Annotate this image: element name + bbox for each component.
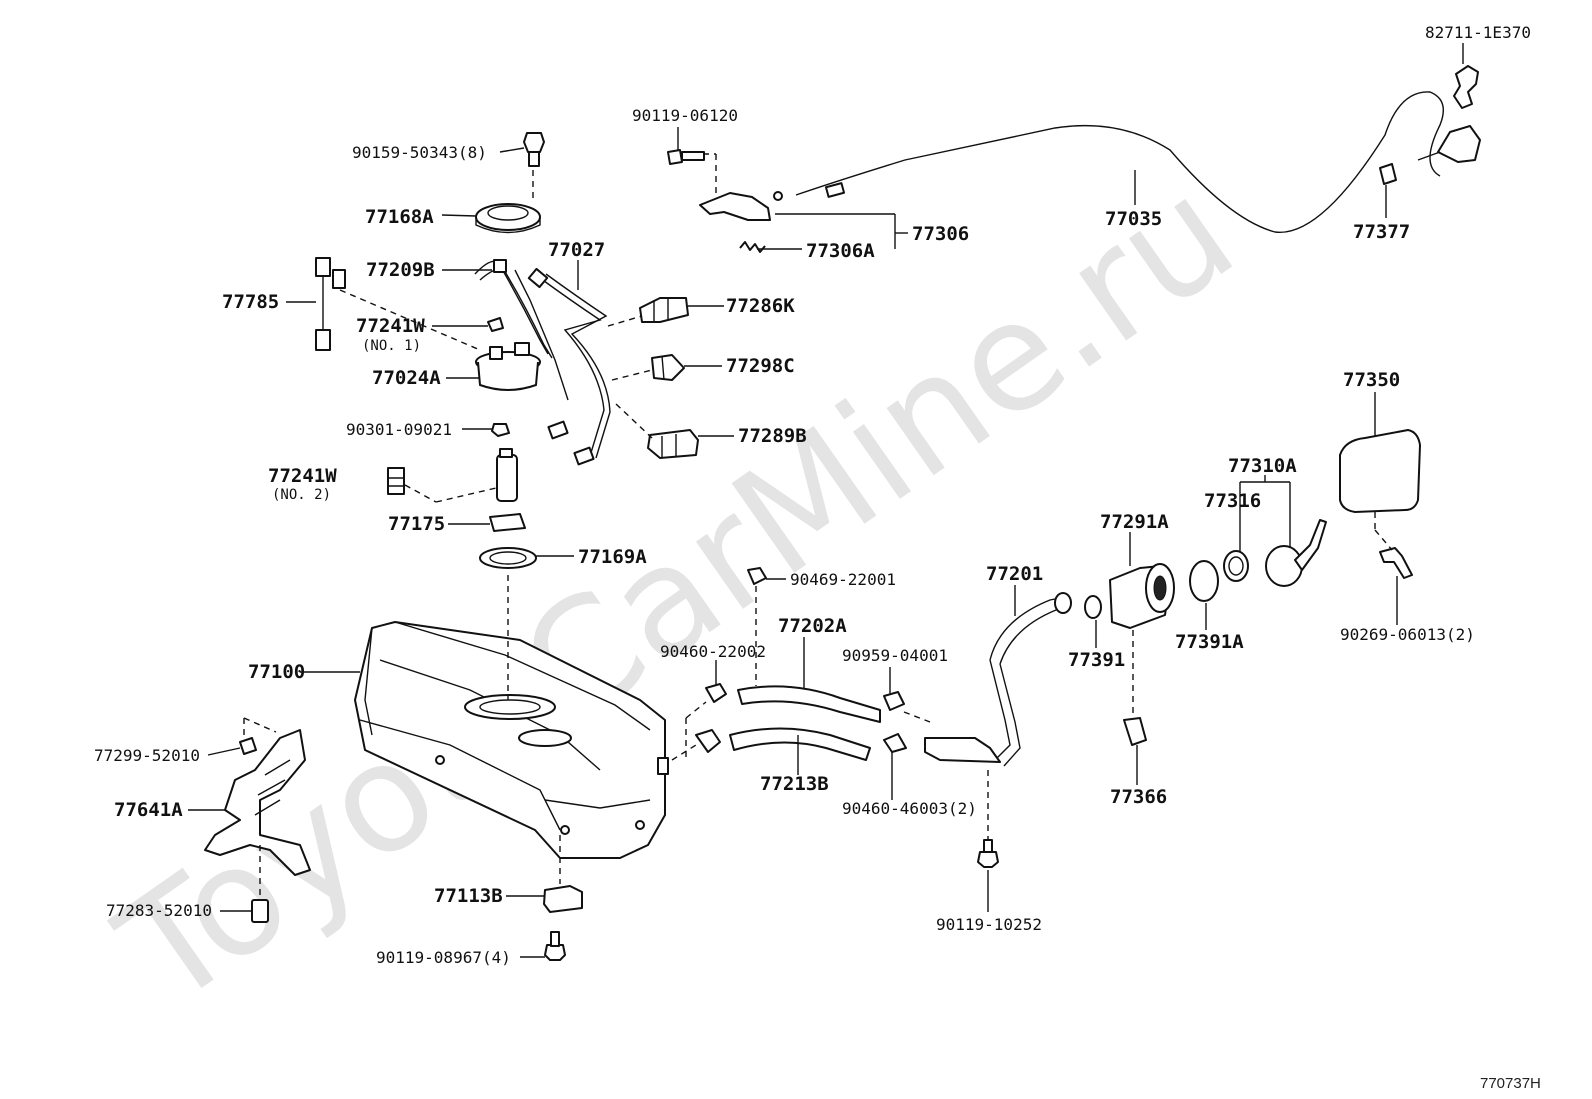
label-77241w-no2: 77241W [268,465,337,487]
filler-neck-drawing [924,429,1421,767]
label-77310a: 77310A [1228,455,1297,477]
label-77168a: 77168A [365,206,434,228]
leader-lines [188,43,1464,958]
label-77283-52010: 77283-52010 [106,901,212,920]
label-77213b: 77213B [760,773,829,795]
hoses-drawing [695,567,907,761]
label-77350: 77350 [1343,369,1400,391]
label-77035: 77035 [1105,208,1162,230]
label-90460-22002: 90460-22002 [660,642,766,661]
label-77391: 77391 [1068,649,1125,671]
label-77209b: 77209B [366,259,435,281]
label-77241w-no1: 77241W [356,315,425,337]
fuel-pump-drawing [315,132,611,569]
label-82711-1e370: 82711-1E370 [1425,23,1531,42]
bracket-drawing [204,729,999,961]
label-no1: (NO. 1) [362,338,421,354]
label-77100: 77100 [248,661,305,683]
opener-cable-drawing [667,65,1481,253]
label-77291a: 77291A [1100,511,1169,533]
label-77202a: 77202A [778,615,847,637]
clips-drawing [639,297,699,459]
figure-code: 770737H [1480,1075,1541,1092]
label-77306: 77306 [912,223,969,245]
label-77027: 77027 [548,239,605,261]
label-77169a: 77169A [578,546,647,568]
label-90119-06120: 90119-06120 [632,106,738,125]
part-labels: 82711-1E370 90119-06120 90159-50343(8) 7… [94,23,1541,1092]
label-90119-10252: 90119-10252 [936,915,1042,934]
label-90119-08967: 90119-08967(4) [376,948,511,967]
label-77201: 77201 [986,563,1043,585]
label-90959-04001: 90959-04001 [842,646,948,665]
label-90269-06013: 90269-06013(2) [1340,625,1475,644]
label-90301-09021: 90301-09021 [346,420,452,439]
label-77113b: 77113B [434,885,503,907]
label-77286k: 77286K [726,295,795,317]
label-77366: 77366 [1110,786,1167,808]
label-77289b: 77289B [738,425,807,447]
label-77306a: 77306A [806,240,875,262]
label-77391a: 77391A [1175,631,1244,653]
label-77785: 77785 [222,291,279,313]
label-90460-46003: 90460-46003(2) [842,799,977,818]
label-77641a: 77641A [114,799,183,821]
label-90159-50343: 90159-50343(8) [352,143,487,162]
label-77175: 77175 [388,513,445,535]
fuel-tank-drawing [354,621,669,859]
label-77316: 77316 [1204,490,1261,512]
label-no2: (NO. 2) [272,487,331,503]
label-77024a: 77024A [372,367,441,389]
label-77298c: 77298C [726,355,795,377]
label-77299-52010: 77299-52010 [94,746,200,765]
label-77377: 77377 [1353,221,1410,243]
label-90469-22001: 90469-22001 [790,570,896,589]
